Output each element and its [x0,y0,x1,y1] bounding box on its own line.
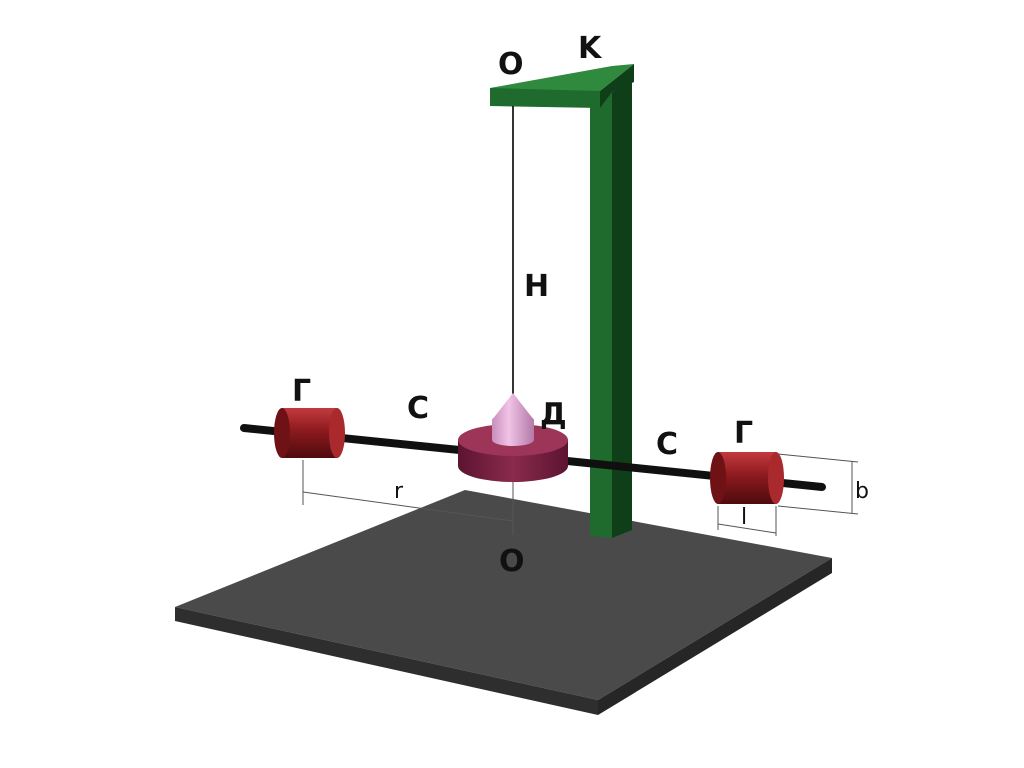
label-stand-k: K [578,31,603,66]
label-left-weight: Г [292,374,311,409]
base-plate-side-left [175,607,598,715]
stand [490,64,634,538]
label-weight-height-b: b [855,479,869,504]
base-plate-top [175,490,832,700]
label-bottom-point-o: O [499,544,525,579]
dimension-r [302,460,514,522]
stand-arm-end [600,64,634,108]
label-left-rod: C [407,391,429,426]
dimension-b [777,453,859,515]
dimension-l [717,506,777,536]
label-thread-h: H [524,269,549,304]
cone [492,420,534,446]
disk [458,393,568,482]
base-plate-side-right [598,558,832,715]
label-right-weight: Г [734,416,753,451]
label-right-rod: C [656,427,678,462]
stand-column-front [590,92,612,538]
cone-tip [492,393,534,426]
label-disk: Д [540,397,567,432]
base-plate [175,490,832,715]
label-radius-r: r [394,479,404,504]
stand-column-side [612,82,632,538]
right-weight [710,452,784,504]
label-top-point-o: O [498,47,524,82]
stand-arm-front [490,88,600,108]
label-weight-length-l: l [741,505,747,530]
left-weight [274,408,345,458]
